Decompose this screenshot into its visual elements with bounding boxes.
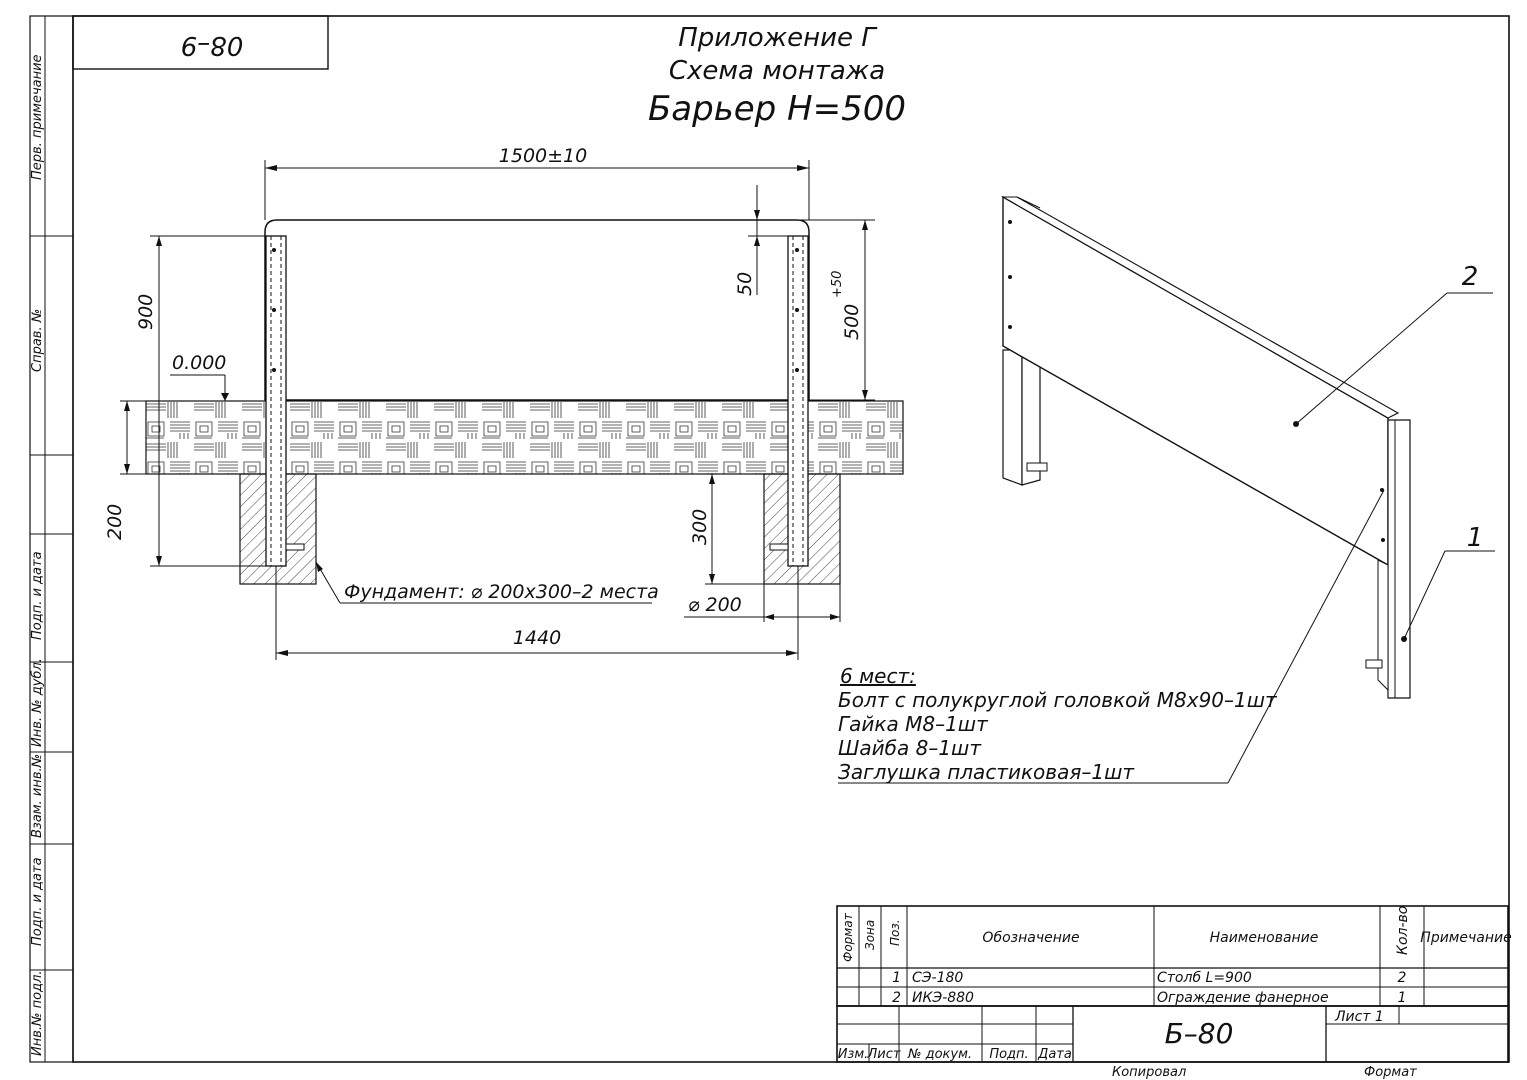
title-line-1: Приложение Г — [678, 23, 878, 53]
hardware-header: 6 мест: — [840, 664, 916, 688]
tb-doc-code: Б–80 — [1165, 1017, 1234, 1050]
dim-post-len: 900 — [135, 294, 157, 330]
spec-header-zone: Зона — [863, 920, 877, 950]
tb-doc-no: № докум. — [907, 1047, 972, 1062]
hardware-item: Болт с полукруглой головкой M8х90–1шт — [838, 688, 1278, 712]
side-label-podp-1: Подп. и дата — [30, 551, 45, 640]
table-row: 2 ИКЭ-880 Ограждение фанерное 1 — [892, 990, 1406, 1006]
spec-header-pos: Поз. — [888, 919, 902, 946]
tb-data: Дата — [1037, 1047, 1072, 1062]
front-elevation: 1500±10 50 500 +50 900 0.000 200 — [104, 145, 904, 660]
side-label-inv-podl: Инв.№ подл. — [30, 970, 45, 1056]
tb-podp: Подп. — [989, 1047, 1028, 1062]
tb-izm: Изм. — [838, 1047, 869, 1062]
top-stamp: 08–9 — [181, 30, 244, 60]
title-line-3: Барьер H=500 — [648, 89, 906, 129]
hardware-item: Шайба 8–1шт — [838, 736, 982, 760]
spec-header-format: Формат — [841, 912, 855, 962]
spec-header-designation: Обозначение — [982, 930, 1079, 946]
tb-kopiroval: Копировал — [1112, 1065, 1186, 1080]
dim-width-total: 1500±10 — [499, 145, 587, 167]
drawing-title: Приложение Г Схема монтажа Барьер H=500 — [648, 23, 906, 129]
table-row: 1 СЭ-180 Столб L=900 2 — [892, 970, 1406, 986]
dim-height-tol: +50 — [830, 271, 845, 298]
side-label-podp-2: Подп. и дата — [30, 857, 45, 946]
svg-text:1: 1 — [892, 970, 901, 986]
dim-foundation-diam: ⌀ 200 — [688, 594, 742, 616]
svg-text:1: 1 — [1398, 990, 1407, 1006]
foundation-label: Фундамент: ⌀ 200х300–2 места — [344, 581, 659, 603]
side-label-inv-dubl: Инв. № дубл. — [30, 658, 45, 747]
svg-text:2: 2 — [1398, 970, 1407, 986]
svg-text:2: 2 — [892, 990, 901, 1006]
spec-table: Формат Зона Поз. Обозначение Наименовани… — [836, 905, 1512, 1007]
svg-text:Столб L=900: Столб L=900 — [1157, 970, 1252, 986]
spec-header-note: Примечание — [1420, 930, 1511, 946]
spec-header-name: Наименование — [1210, 930, 1319, 946]
svg-text:СЭ-180: СЭ-180 — [912, 970, 963, 986]
hardware-item: Гайка M8–1шт — [838, 712, 989, 736]
title-line-2: Схема монтажа — [669, 56, 885, 86]
side-label-sprav: Справ. № — [30, 309, 45, 372]
hardware-note: 6 мест: Болт с полукруглой головкой M8х9… — [838, 664, 1278, 784]
callout-2: 2 — [1462, 262, 1479, 292]
spec-header-qty: Кол-во — [1395, 906, 1411, 955]
panel-outline — [264, 219, 810, 401]
dim-height-above: 500 — [841, 304, 863, 340]
tb-format: Формат — [1364, 1065, 1417, 1080]
dim-top-offset: 50 — [734, 272, 756, 296]
title-block: Изм. Лист № докум. Подп. Дата Б–80 Лист … — [836, 1005, 1509, 1080]
tb-list: Лист — [867, 1047, 901, 1062]
post-right — [787, 235, 809, 567]
tb-sheet: Лист 1 — [1334, 1009, 1384, 1025]
isometric-view: 2 1 — [838, 195, 1495, 784]
side-label-perv: Перв. примечание — [30, 54, 45, 180]
svg-text:Ограждение фанерное: Ограждение фанерное — [1157, 990, 1329, 1006]
dim-foundation-depth: 300 — [689, 509, 711, 545]
callout-1: 1 — [1467, 523, 1484, 553]
ground-level-mark: 0.000 — [172, 352, 226, 374]
dim-depth: 200 — [104, 504, 126, 540]
side-strip: Перв. примечание Справ. № Подп. и дата И… — [30, 54, 45, 1056]
dim-post-spacing: 1440 — [513, 627, 561, 649]
post-left — [265, 235, 287, 567]
sheet-frame — [29, 15, 1510, 1063]
side-label-vzam: Взам. инв.№ — [30, 754, 45, 838]
hardware-item: Заглушка пластиковая–1шт — [838, 760, 1135, 784]
svg-text:ИКЭ-880: ИКЭ-880 — [912, 990, 974, 1006]
